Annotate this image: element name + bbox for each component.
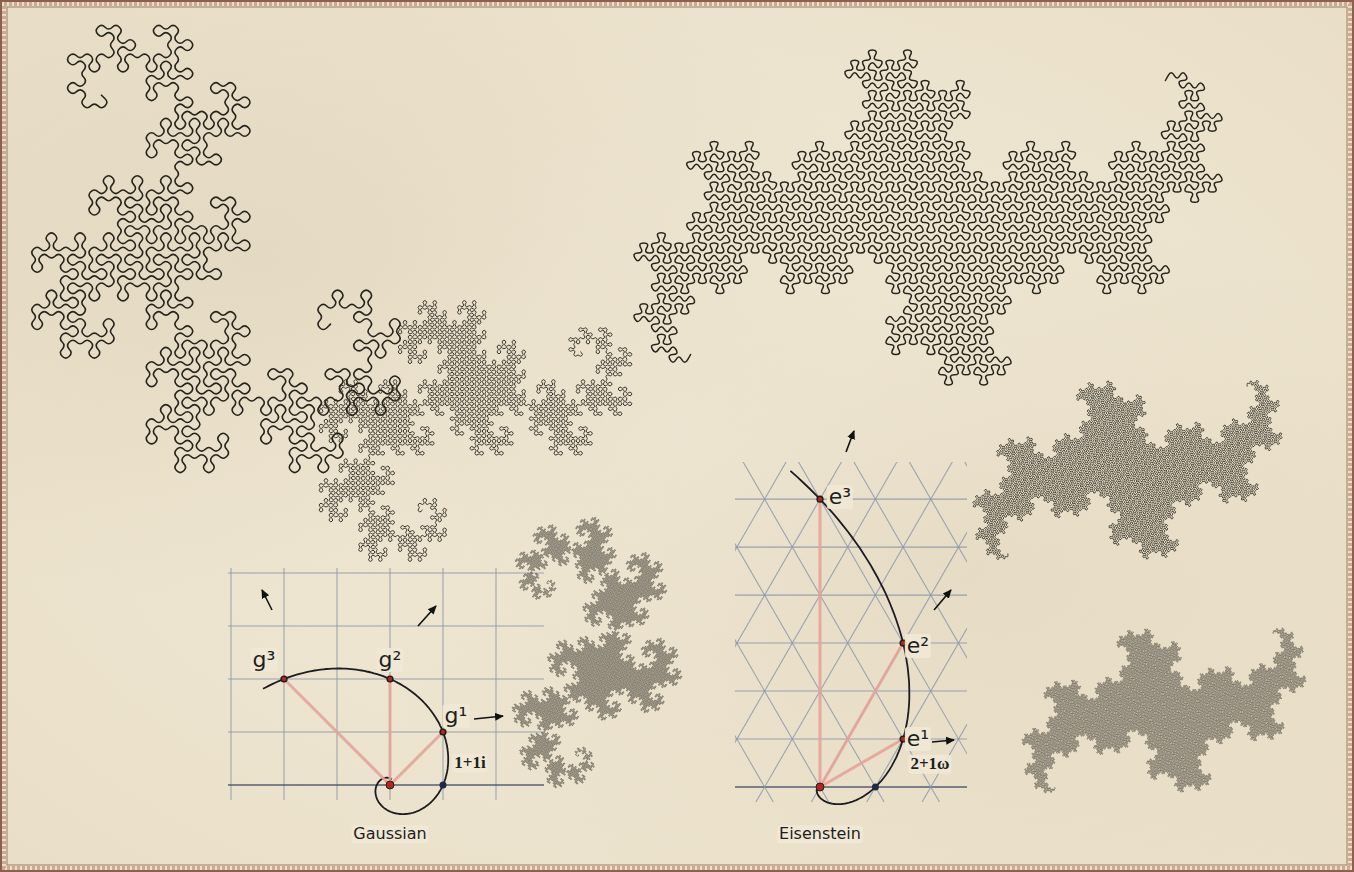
grid-line xyxy=(919,462,967,802)
pointer-arrow xyxy=(474,716,503,719)
grid-line xyxy=(735,462,832,802)
unit-dot xyxy=(440,782,447,789)
value-label: 2+1ω xyxy=(908,755,951,774)
point-dot xyxy=(280,675,287,682)
grid-line xyxy=(495,568,496,800)
point-dot xyxy=(816,496,823,503)
grid-line xyxy=(753,462,967,802)
grid-line xyxy=(735,462,887,802)
eisenstein-dragon-e2 xyxy=(973,381,1282,560)
gaussian-dragon-g1 xyxy=(512,517,682,788)
gaussian-spiral xyxy=(263,669,448,815)
point-label: e³ xyxy=(827,485,853,509)
grid-line xyxy=(735,690,967,691)
point-dot xyxy=(439,728,446,735)
grid-line xyxy=(735,595,967,596)
origin-dot xyxy=(386,781,394,789)
grid-line xyxy=(735,462,942,802)
grid-line xyxy=(864,462,967,802)
grid-line xyxy=(735,462,776,802)
grid-line xyxy=(230,568,231,800)
grid-line xyxy=(735,462,967,802)
grid-line xyxy=(228,678,544,679)
grid-line xyxy=(735,738,967,739)
grid-line xyxy=(735,462,967,802)
gaussian-dragon-g2 xyxy=(319,301,632,562)
grid-line xyxy=(735,462,967,802)
grid-line xyxy=(228,625,544,626)
point-label: g¹ xyxy=(443,704,470,728)
pointer-arrow xyxy=(932,740,954,742)
radius-line xyxy=(820,643,903,787)
pointer-arrow xyxy=(262,590,272,610)
point-dot xyxy=(441,730,445,734)
eisenstein-dragon-e3 xyxy=(634,50,1222,385)
eisenstein-spiral xyxy=(790,471,909,804)
point-dot xyxy=(818,497,822,501)
panel-caption: Gaussian xyxy=(351,825,428,843)
radius-line xyxy=(390,732,443,785)
grid-line xyxy=(919,462,967,802)
point-label: e¹ xyxy=(905,727,931,751)
grid-line xyxy=(735,462,967,802)
grid-line xyxy=(228,572,544,573)
pointer-arrow xyxy=(934,590,951,610)
grid-line xyxy=(735,462,832,802)
grid-line xyxy=(389,568,390,800)
pointer-arrow xyxy=(846,431,854,452)
triangular-grid xyxy=(735,462,967,802)
eisenstein-dragon-e1 xyxy=(1022,628,1306,793)
gaussian-dragon-g3 xyxy=(32,25,400,472)
point-dot xyxy=(386,675,393,682)
unit-dot xyxy=(872,784,879,791)
square-grid xyxy=(228,568,544,800)
grid-line xyxy=(283,568,284,800)
grid-line xyxy=(735,462,967,802)
grid-line xyxy=(735,462,967,802)
grid-line xyxy=(735,462,967,802)
grid-line xyxy=(735,462,967,802)
panel-caption: Eisenstein xyxy=(777,825,863,843)
point-label: e² xyxy=(905,634,931,658)
point-dot xyxy=(282,677,286,681)
point-label: g³ xyxy=(251,648,278,672)
grid-line xyxy=(735,547,967,548)
grid-line xyxy=(735,462,967,802)
grid-line xyxy=(735,462,967,802)
grid-line xyxy=(735,462,967,802)
grid-line xyxy=(735,462,887,802)
grid-line xyxy=(735,462,967,802)
grid-line xyxy=(336,568,337,800)
grid-line xyxy=(735,786,967,787)
grid-line xyxy=(228,731,544,732)
pointer-arrow xyxy=(418,606,436,626)
origin-dot xyxy=(816,783,824,791)
radius-line xyxy=(819,499,822,787)
grid-line xyxy=(735,643,967,644)
frame-pattern xyxy=(4,4,1350,868)
grid-line xyxy=(442,568,443,800)
point-dot xyxy=(388,677,392,681)
radius-line xyxy=(389,679,392,785)
grid-line xyxy=(735,462,942,802)
grid-line xyxy=(735,462,776,802)
grid-line xyxy=(753,462,967,802)
frame-inner xyxy=(7,7,1347,865)
value-label: 1+1i xyxy=(452,754,487,773)
grid-line xyxy=(864,462,967,802)
point-label: g² xyxy=(377,648,404,672)
radius-line xyxy=(284,679,390,785)
